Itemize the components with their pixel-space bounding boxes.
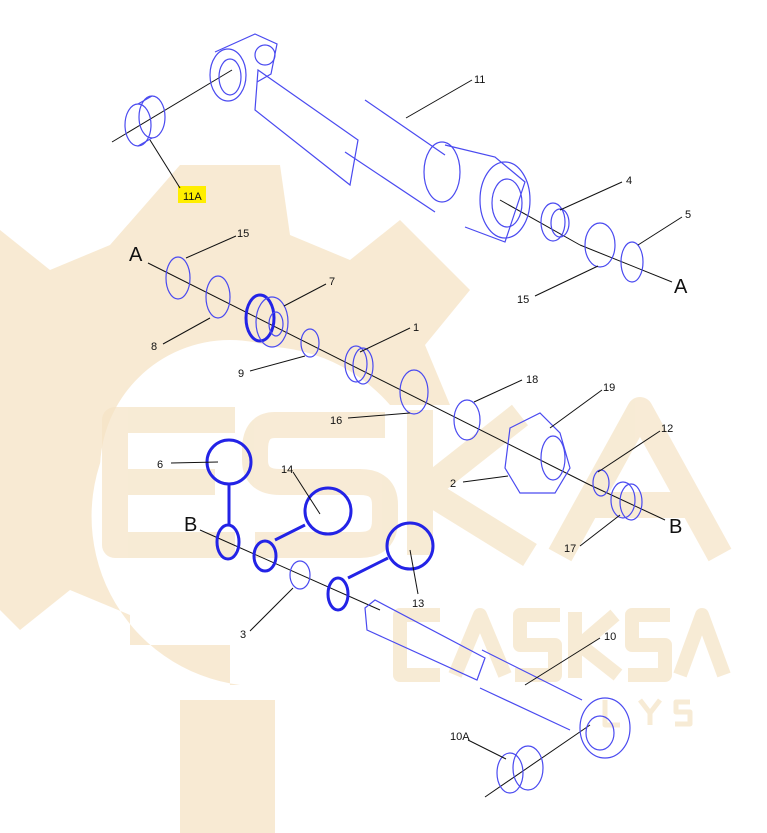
label-15-right: 15 [517, 294, 529, 306]
label-12: 12 [661, 423, 673, 435]
label-3: 3 [240, 629, 246, 641]
part-ring-8 [205, 275, 231, 319]
ref-B-right: B [669, 516, 682, 538]
watermark-tagline-mark [602, 698, 693, 728]
label-10A: 10A [450, 731, 470, 743]
label-14: 14 [281, 464, 293, 476]
label-10: 10 [604, 631, 616, 643]
part-cylinder-barrel [209, 33, 531, 243]
part-bushing-17 [610, 481, 643, 521]
watermark-logo-casksa [393, 608, 731, 682]
label-15-left: 15 [237, 228, 249, 240]
label-8: 8 [151, 341, 157, 353]
part-spacer-1 [344, 345, 374, 385]
part-head-2 [504, 412, 571, 494]
ref-B-left: B [184, 514, 197, 536]
part-rod-10 [364, 599, 631, 759]
highlight-11A [178, 186, 206, 203]
part-ring-15-top [584, 222, 616, 268]
label-2: 2 [450, 478, 456, 490]
label-11A: 11A [183, 191, 202, 203]
ref-A-left: A [129, 244, 143, 266]
label-19: 19 [603, 382, 615, 394]
label-1: 1 [413, 322, 419, 334]
label-6: 6 [157, 459, 163, 471]
watermark-logo-eska [102, 397, 732, 567]
label-11: 11 [474, 74, 485, 86]
part-bearing-11A [124, 95, 166, 147]
part-ring-15-left [165, 256, 191, 300]
part-nut-4 [540, 202, 570, 242]
part-bearing-10A [496, 745, 544, 794]
part-ring-9 [300, 328, 320, 358]
label-9: 9 [238, 368, 244, 380]
label-17: 17 [564, 543, 576, 555]
watermark-gear [0, 165, 470, 833]
label-18: 18 [526, 374, 538, 386]
label-5: 5 [685, 209, 691, 221]
label-16: 16 [330, 415, 342, 427]
label-7: 7 [329, 276, 335, 288]
leader-lines [149, 79, 683, 760]
ref-A-right: A [674, 276, 688, 298]
part-ring-16 [399, 369, 429, 415]
part-ring-5 [620, 241, 644, 283]
part-ring-18 [453, 399, 481, 441]
axis-lines [111, 69, 673, 798]
part-piston-7 [244, 293, 289, 348]
label-13: 13 [412, 598, 424, 610]
label-4: 4 [626, 175, 632, 187]
